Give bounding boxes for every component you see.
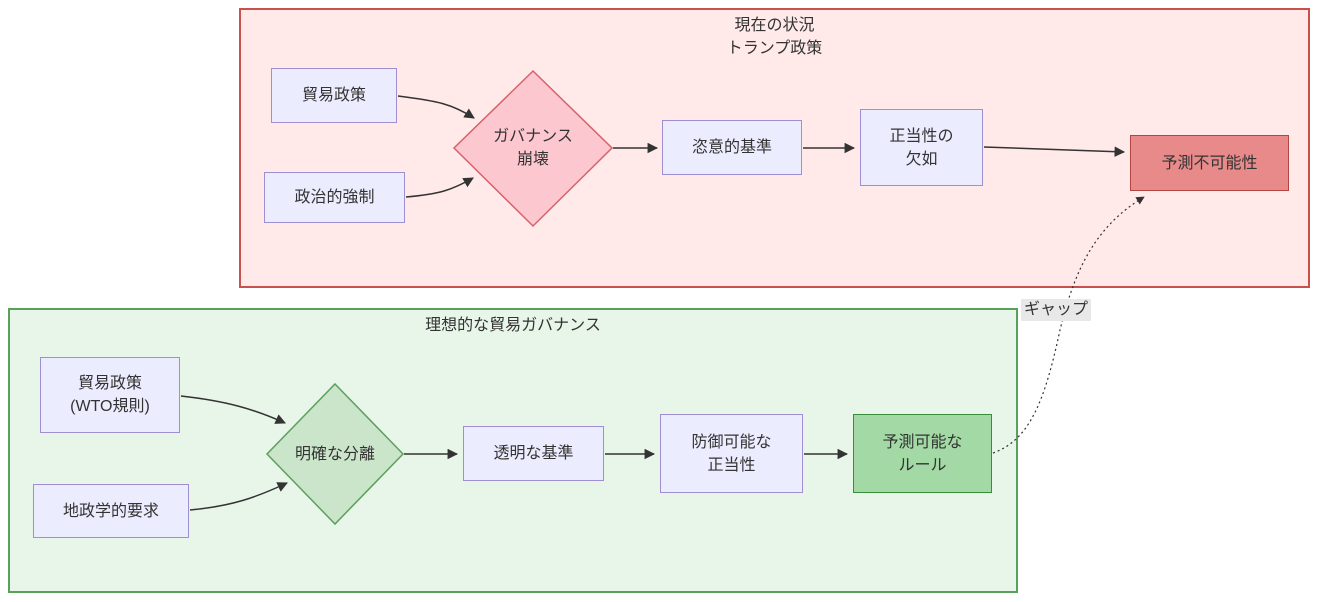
node-arbitrary-standards: 恣意的基準 [662,120,802,175]
node-trade-policy-wto: 貿易政策 (WTO規則) [40,357,180,433]
node-defensible-legitimacy: 防御可能な 正当性 [660,414,803,493]
node-geopolitical-demands: 地政学的要求 [33,484,189,538]
node-clear-separation-label: 明確な分離 [294,445,375,463]
node-transparent-standards: 透明な基準 [463,426,604,481]
node-unpredictability: 予測不可能性 [1130,135,1289,191]
subgraph-ideal-title: 理想的な貿易ガバナンス [425,317,601,334]
node-political-coercion: 政治的強制 [264,172,405,223]
subgraph-current-title: 現在の状況 トランプ政策 [726,17,823,57]
node-legitimacy-lack: 正当性の 欠如 [860,109,983,186]
node-predictable-rules: 予測可能な ルール [853,414,992,493]
edge-label-gap: ギャップ [1021,299,1092,321]
node-trade-policy-current: 貿易政策 [271,68,397,123]
node-governance-collapse-label: ガバナンス 崩壊 [493,128,573,168]
